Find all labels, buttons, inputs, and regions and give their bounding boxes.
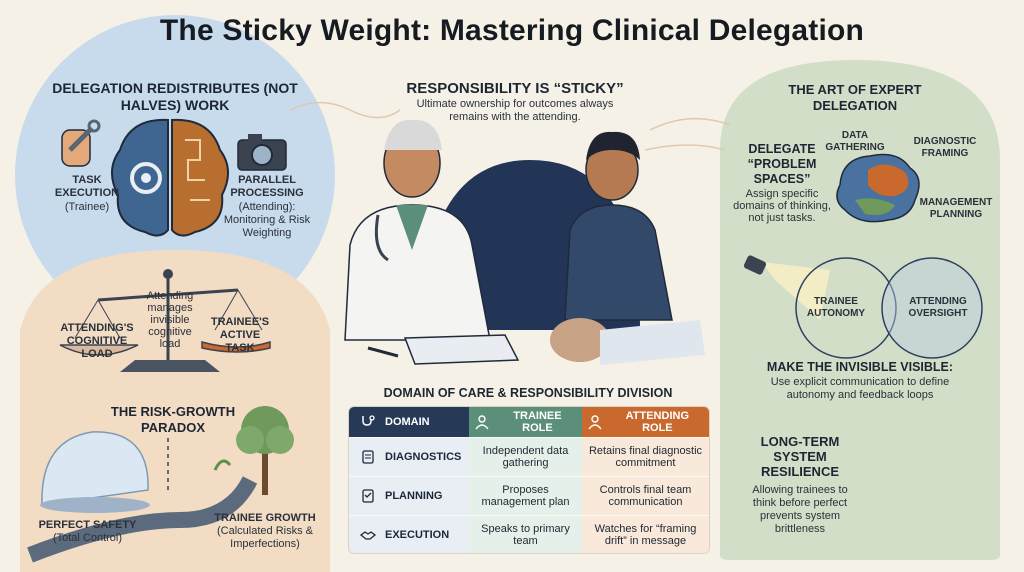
invisible-heading: MAKE THE INVISIBLE VISIBLE:: [766, 360, 954, 374]
parallel-processing-label: PARALLEL PROCESSING: [230, 174, 304, 199]
row-trainee: Independent data gathering: [469, 438, 582, 476]
table-header-row: DOMAIN TRAINEE ROLE ATTENDING ROLE: [349, 407, 709, 437]
header-trainee-label: TRAINEE ROLE: [513, 410, 562, 434]
row-domain: EXECUTION: [349, 516, 469, 553]
handshake-icon: [359, 526, 377, 544]
safety-bubble: [40, 431, 150, 513]
table-row: PLANNING Proposes management plan Contro…: [349, 477, 709, 515]
doctors-illustration: [344, 119, 705, 365]
invisible-sub: Use explicit communication to define aut…: [770, 376, 950, 401]
scale-center-label: Attending manages invisible cognitive lo…: [146, 290, 194, 350]
row-attending: Watches for “framing drift” in message: [582, 516, 709, 553]
venn-attending-label: ATTENDING OVERSIGHT: [908, 296, 968, 319]
trainee-growth-label: TRAINEE GROWTH: [214, 512, 316, 524]
delegate-heading: DELEGATE “PROBLEM SPACES”: [747, 142, 817, 186]
venn-trainee-label: TRAINEE AUTONOMY: [806, 296, 866, 319]
row-trainee: Proposes management plan: [469, 477, 582, 515]
venn-left-circle: [795, 257, 897, 359]
management-planning-label: MANAGEMENT PLANNING: [919, 197, 993, 220]
brain-illustration: [111, 118, 229, 237]
perfect-safety-sub: (Total Control): [52, 532, 123, 544]
resilience-heading: LONG-TERM SYSTEM RESILIENCE: [760, 434, 840, 479]
row-domain-label: DIAGNOSTICS: [385, 451, 462, 463]
trainee-growth-sub: (Calculated Risks & Imperfections): [217, 525, 313, 550]
header-domain-label: DOMAIN: [385, 416, 430, 428]
venn-right-circle: [881, 257, 983, 359]
right-brain-illustration: [836, 153, 920, 223]
row-trainee: Speaks to primary team: [469, 516, 582, 553]
perfect-safety-label: PERFECT SAFETY: [38, 519, 137, 531]
camera-icon: [237, 134, 287, 171]
row-domain-label: EXECUTION: [385, 528, 450, 541]
row-domain: PLANNING: [349, 477, 469, 515]
row-domain: DIAGNOSTICS: [349, 438, 469, 476]
page-title: The Sticky Weight: Mastering Clinical De…: [159, 14, 865, 47]
delegate-sub: Assign specific domains of thinking, not…: [733, 188, 831, 224]
header-attending-label: ATTENDING ROLE: [625, 410, 690, 434]
task-execution-label: TASK EXECUTION: [54, 174, 120, 199]
center-heading: RESPONSIBILITY IS “STICKY”: [406, 80, 624, 97]
diagnostic-framing-label: DIAGNOSTIC FRAMING: [913, 136, 977, 159]
checklist-icon: [359, 487, 377, 505]
header-trainee: TRAINEE ROLE: [469, 407, 582, 437]
attending-load-label: ATTENDING'S COGNITIVE LOAD: [60, 322, 134, 360]
trainee-task-label: TRAINEE'S ACTIVE TASK: [210, 316, 270, 354]
header-domain: DOMAIN: [349, 407, 469, 437]
row-attending: Controls final team communication: [582, 477, 709, 515]
right-green-panel: [720, 60, 1000, 560]
table-row: EXECUTION Speaks to primary team Watches…: [349, 516, 709, 553]
header-attending: ATTENDING ROLE: [582, 407, 709, 437]
tree-icon: [213, 406, 294, 495]
right-heading: THE ART OF EXPERT DELEGATION: [788, 82, 922, 113]
spotlight-icon: [743, 255, 830, 320]
wrench-icon: [61, 119, 101, 167]
balance-scale: [59, 269, 271, 372]
paradox-heading: THE RISK-GROWTH PARADOX: [110, 404, 236, 435]
table-row: DIAGNOSTICS Independent data gathering R…: [349, 438, 709, 476]
left-heading: DELEGATION REDISTRIBUTES (NOT HALVES) WO…: [52, 80, 298, 113]
data-gathering-label: DATA GATHERING: [825, 130, 885, 153]
task-execution-sub: (Trainee): [64, 201, 110, 213]
table-title: DOMAIN OF CARE & RESPONSIBILITY DIVISION: [383, 386, 673, 400]
trainee-person-icon: [473, 413, 491, 431]
parallel-processing-sub: (Attending): Monitoring & Risk Weighting: [223, 201, 311, 239]
row-attending: Retains final diagnostic commitment: [582, 438, 709, 476]
resilience-sub: Allowing trainees to think before perfec…: [752, 484, 848, 535]
row-domain-label: PLANNING: [385, 490, 443, 502]
stethoscope-icon: [359, 413, 377, 431]
attending-person-icon: [586, 413, 604, 431]
center-subheading: Ultimate ownership for outcomes always r…: [416, 98, 614, 123]
responsibility-table: DOMAIN TRAINEE ROLE ATTENDING ROLE DIAGN…: [348, 406, 710, 554]
clipboard-icon: [359, 448, 377, 466]
